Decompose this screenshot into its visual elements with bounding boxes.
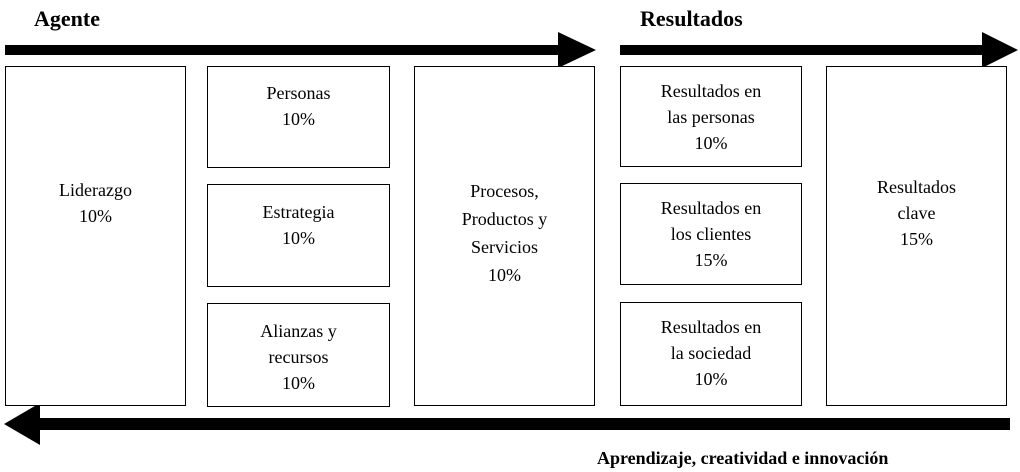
box-estrategia: Estrategia 10%: [207, 184, 390, 287]
footer-caption: Aprendizaje, creatividad e innovación: [597, 448, 889, 468]
agente-arrow-shaft: [5, 45, 563, 55]
box-resultados-clave-line-2: clave: [897, 203, 936, 223]
box-resultados-clientes-line-1: Resultados en: [660, 198, 762, 218]
box-resultados-clave-line-1: Resultados: [877, 177, 956, 197]
box-procesos-line-3: Servicios: [471, 237, 538, 257]
box-resultados-sociedad-line-3: 10%: [694, 369, 728, 389]
box-resultados-sociedad: Resultados en la sociedad 10%: [620, 302, 802, 406]
box-estrategia-line-1: Estrategia: [262, 202, 335, 222]
box-resultados-personas: Resultados en las personas 10%: [620, 66, 802, 167]
box-resultados-sociedad-line-1: Resultados en: [660, 317, 762, 337]
heading-agente: Agente: [34, 6, 100, 31]
box-procesos: Procesos, Productos y Servicios 10%: [414, 66, 595, 406]
resultados-arrow-head: [982, 32, 1018, 68]
box-procesos-line-2: Productos y: [461, 209, 548, 229]
feedback-arrow-head: [4, 403, 40, 445]
box-alianzas-line-1: Alianzas y: [260, 321, 337, 341]
agente-arrow-head: [558, 32, 596, 68]
heading-resultados: Resultados: [640, 6, 743, 31]
box-liderazgo-line-2: 10%: [79, 206, 112, 226]
box-resultados-clave: Resultados clave 15%: [826, 66, 1007, 406]
box-alianzas-line-3: 10%: [282, 373, 315, 393]
box-resultados-personas-line-1: Resultados en: [660, 81, 762, 101]
box-resultados-clientes: Resultados en los clientes 15%: [620, 183, 802, 285]
feedback-arrow-shaft: [36, 418, 1010, 430]
box-liderazgo-line-1: Liderazgo: [59, 180, 132, 200]
box-personas-line-2: 10%: [282, 109, 315, 129]
box-personas-line-1: Personas: [266, 83, 331, 103]
box-personas: Personas 10%: [207, 66, 390, 168]
box-procesos-line-4: 10%: [488, 265, 521, 285]
box-alianzas: Alianzas y recursos 10%: [207, 303, 390, 407]
box-alianzas-line-2: recursos: [268, 347, 329, 367]
box-resultados-clientes-line-3: 15%: [694, 250, 728, 270]
box-procesos-line-1: Procesos,: [470, 181, 539, 201]
box-resultados-sociedad-line-2: la sociedad: [670, 343, 752, 363]
box-liderazgo: Liderazgo 10%: [5, 66, 186, 406]
resultados-arrow-shaft: [620, 45, 985, 55]
box-resultados-personas-line-3: 10%: [694, 133, 728, 153]
box-resultados-clientes-line-2: los clientes: [670, 224, 752, 244]
box-estrategia-line-2: 10%: [282, 228, 315, 248]
box-resultados-personas-line-2: las personas: [667, 107, 755, 127]
box-resultados-clave-line-3: 15%: [900, 229, 933, 249]
